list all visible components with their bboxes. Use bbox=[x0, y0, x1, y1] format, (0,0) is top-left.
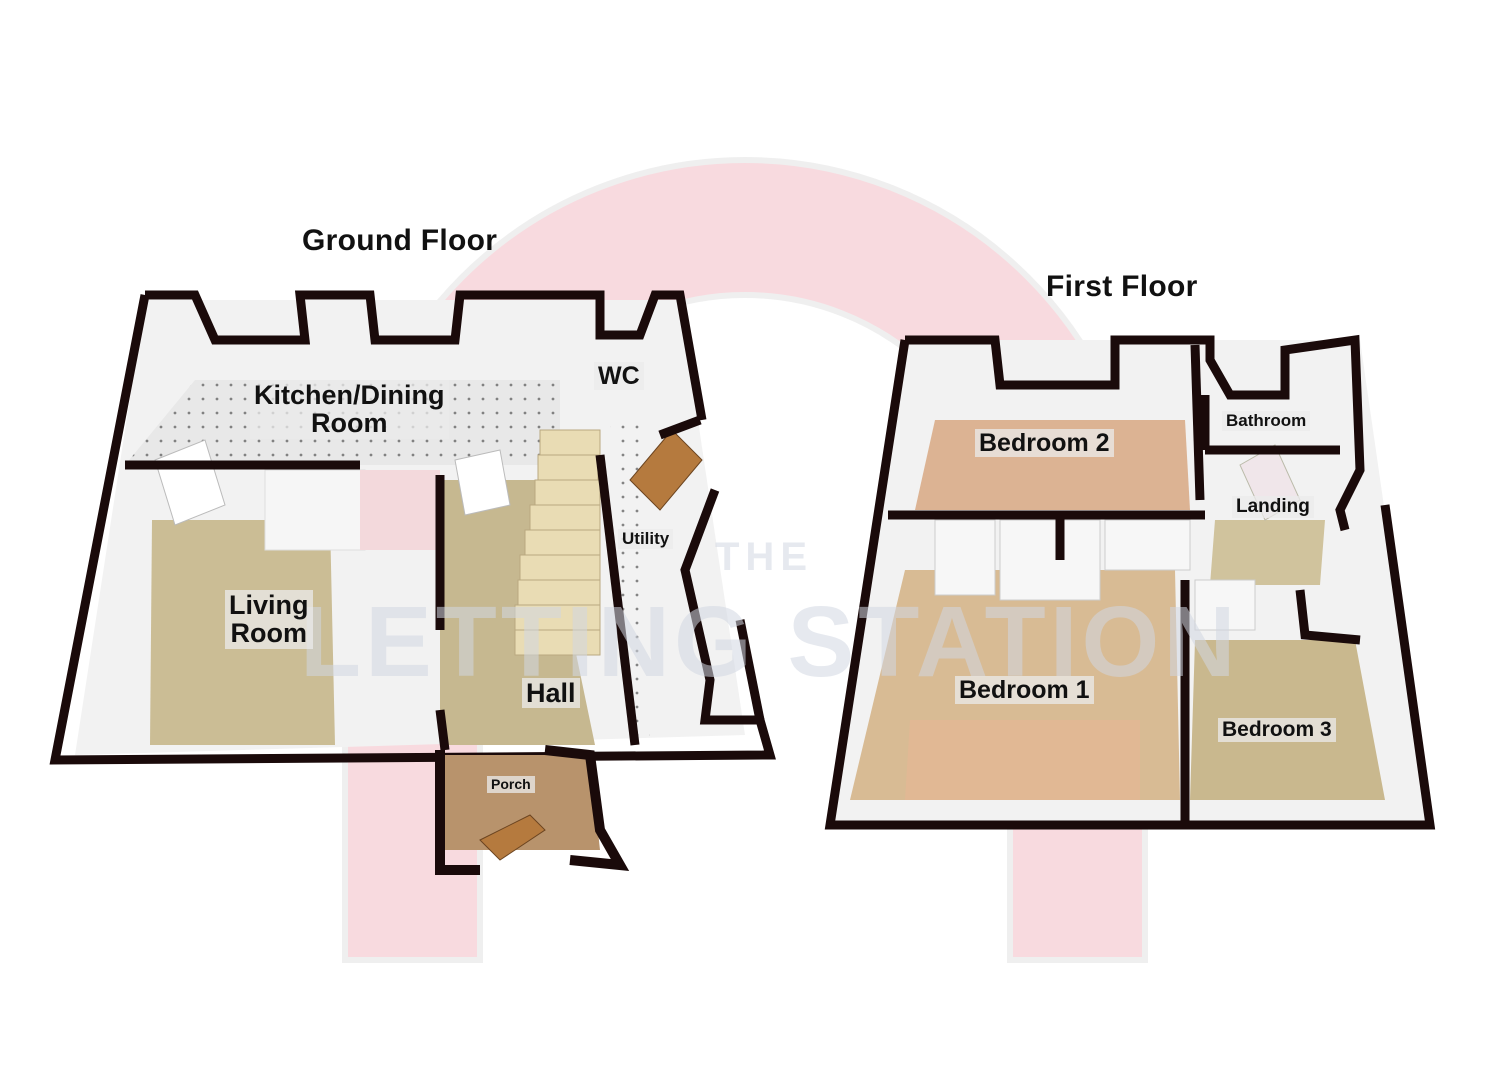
room-label-hall: Hall bbox=[522, 678, 580, 709]
first-floor-plan bbox=[824, 334, 1436, 830]
room-label-porch: Porch bbox=[487, 776, 535, 793]
room-label-kitchen-line1: Kitchen/Dining bbox=[254, 380, 445, 410]
room-label-bathroom: Bathroom bbox=[1222, 411, 1311, 431]
room-label-living-line2: Room bbox=[230, 618, 308, 649]
room-label-living-line1: Living bbox=[229, 590, 309, 620]
room-label-bedroom-2: Bedroom 2 bbox=[975, 429, 1114, 458]
ground-floor-title: Ground Floor bbox=[302, 224, 498, 257]
first-floor-title: First Floor bbox=[1046, 270, 1198, 303]
room-label-utility: Utility bbox=[618, 529, 674, 549]
room-label-kitchen-line2: Room bbox=[311, 408, 388, 439]
room-label-wc: WC bbox=[594, 362, 644, 391]
room-label-living-room: Living Room bbox=[225, 590, 313, 649]
room-label-kitchen-dining: Kitchen/Dining Room bbox=[250, 380, 449, 439]
room-label-landing: Landing bbox=[1232, 496, 1314, 518]
room-label-bedroom-1: Bedroom 1 bbox=[955, 676, 1094, 705]
room-label-bedroom-3: Bedroom 3 bbox=[1218, 718, 1336, 743]
